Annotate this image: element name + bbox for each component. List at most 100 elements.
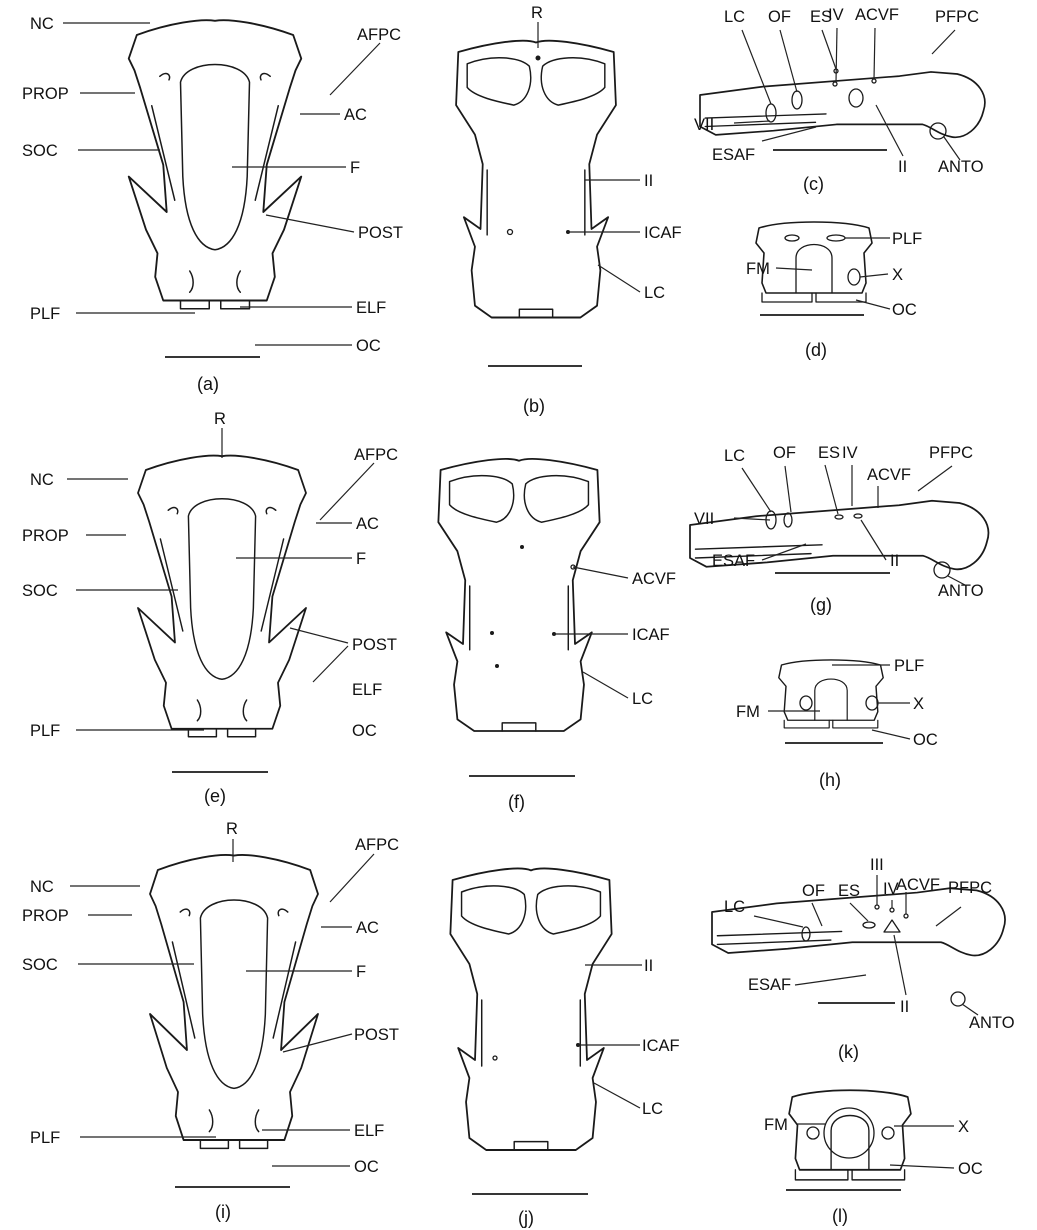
- label-plf: PLF: [30, 1129, 60, 1147]
- panel-j: II ICAF LC (j): [450, 869, 679, 1228]
- label-elf: ELF: [354, 1122, 384, 1140]
- label-ii: II: [900, 998, 909, 1016]
- panel-i: R AFPC NC AC PROP SOC F POST PLF ELF OC …: [22, 820, 399, 1222]
- label-x: X: [958, 1118, 969, 1136]
- label-nc: NC: [30, 15, 54, 33]
- label-lc: LC: [644, 284, 665, 302]
- panel-l-caption: (l): [832, 1206, 848, 1226]
- label-afpc: AFPC: [354, 446, 398, 464]
- panel-h-caption: (h): [819, 770, 841, 790]
- panel-j-caption: (j): [518, 1208, 534, 1228]
- panel-e-drawing: [138, 456, 306, 737]
- label-post: POST: [352, 636, 397, 654]
- label-anto: ANTO: [969, 1014, 1015, 1032]
- panel-b-drawing: [456, 41, 616, 318]
- label-oc: OC: [892, 301, 917, 319]
- label-vii: VII: [694, 510, 714, 528]
- label-soc: SOC: [22, 142, 58, 160]
- label-iv: IV: [828, 6, 844, 24]
- panel-d: PLF FM X OC (d): [746, 222, 922, 360]
- label-fm: FM: [736, 703, 760, 721]
- label-of: OF: [768, 8, 791, 26]
- label-lc: LC: [632, 690, 653, 708]
- label-ii: II: [890, 552, 899, 570]
- label-plf: PLF: [30, 722, 60, 740]
- panel-e-caption: (e): [204, 786, 226, 806]
- panel-f-caption: (f): [508, 792, 525, 812]
- label-oc: OC: [356, 337, 381, 355]
- label-ac: AC: [356, 919, 379, 937]
- label-prop: PROP: [22, 527, 69, 545]
- label-r: R: [214, 410, 226, 428]
- label-ii: II: [644, 172, 653, 190]
- panel-f: ACVF ICAF LC (f): [438, 459, 676, 812]
- panel-i-caption: (i): [215, 1202, 231, 1222]
- label-soc: SOC: [22, 582, 58, 600]
- label-esaf: ESAF: [712, 146, 755, 164]
- label-afpc: AFPC: [357, 26, 401, 44]
- label-fm: FM: [764, 1116, 788, 1134]
- panel-b: R II ICAF LC (b): [456, 4, 682, 416]
- panel-k: LC OF ES III IV ACVF PFPC ESAF II ANTO (…: [712, 856, 1015, 1062]
- label-iv: IV: [842, 444, 858, 462]
- label-post: POST: [354, 1026, 399, 1044]
- panel-c-caption: (c): [803, 174, 824, 194]
- label-afpc: AFPC: [355, 836, 399, 854]
- label-plf: PLF: [892, 230, 922, 248]
- panel-g-caption: (g): [810, 595, 832, 615]
- label-es: ES: [838, 882, 860, 900]
- label-plf: PLF: [894, 657, 924, 675]
- label-r: R: [226, 820, 238, 838]
- label-x: X: [892, 266, 903, 284]
- label-lc: LC: [724, 898, 745, 916]
- label-of: OF: [802, 882, 825, 900]
- label-anto: ANTO: [938, 582, 984, 600]
- panel-b-caption: (b): [523, 396, 545, 416]
- panel-d-caption: (d): [805, 340, 827, 360]
- label-f: F: [356, 550, 366, 568]
- label-oc: OC: [958, 1160, 983, 1178]
- label-x: X: [913, 695, 924, 713]
- label-acvf: ACVF: [855, 6, 899, 24]
- label-of: OF: [773, 444, 796, 462]
- label-soc: SOC: [22, 956, 58, 974]
- panel-h: PLF FM X OC (h): [736, 657, 938, 790]
- panel-f-drawing: [438, 459, 599, 731]
- label-lc: LC: [642, 1100, 663, 1118]
- label-pfpc: PFPC: [948, 879, 992, 897]
- panel-d-drawing: [756, 222, 872, 302]
- panel-a: NC AFPC PROP AC SOC F POST PLF ELF OC (a…: [22, 15, 403, 394]
- label-pfpc: PFPC: [935, 8, 979, 26]
- panel-c: LC OF ES IV ACVF PFPC VII ESAF II ANTO (…: [694, 6, 985, 194]
- label-r: R: [531, 4, 543, 22]
- label-ac: AC: [344, 106, 367, 124]
- label-post: POST: [358, 224, 403, 242]
- label-icaf: ICAF: [642, 1037, 680, 1055]
- label-plf: PLF: [30, 305, 60, 323]
- label-vii: VII: [694, 116, 714, 134]
- label-acvf: ACVF: [632, 570, 676, 588]
- label-f: F: [356, 963, 366, 981]
- panel-a-drawing: [129, 20, 302, 309]
- label-oc: OC: [354, 1158, 379, 1176]
- panel-l: FM X OC (l): [764, 1090, 983, 1226]
- label-es: ES: [818, 444, 840, 462]
- label-esaf: ESAF: [712, 552, 755, 570]
- label-ii: II: [898, 158, 907, 176]
- label-iii: III: [870, 856, 884, 874]
- label-elf: ELF: [352, 681, 382, 699]
- label-prop: PROP: [22, 907, 69, 925]
- panel-k-caption: (k): [838, 1042, 859, 1062]
- label-anto: ANTO: [938, 158, 984, 176]
- panel-g: LC OF ES IV ACVF PFPC VII ESAF II ANTO (…: [690, 444, 988, 615]
- label-f: F: [350, 159, 360, 177]
- label-icaf: ICAF: [644, 224, 682, 242]
- label-esaf: ESAF: [748, 976, 791, 994]
- label-oc: OC: [913, 731, 938, 749]
- label-acvf: ACVF: [896, 876, 940, 894]
- label-lc: LC: [724, 447, 745, 465]
- label-nc: NC: [30, 878, 54, 896]
- panel-a-caption: (a): [197, 374, 219, 394]
- label-fm: FM: [746, 260, 770, 278]
